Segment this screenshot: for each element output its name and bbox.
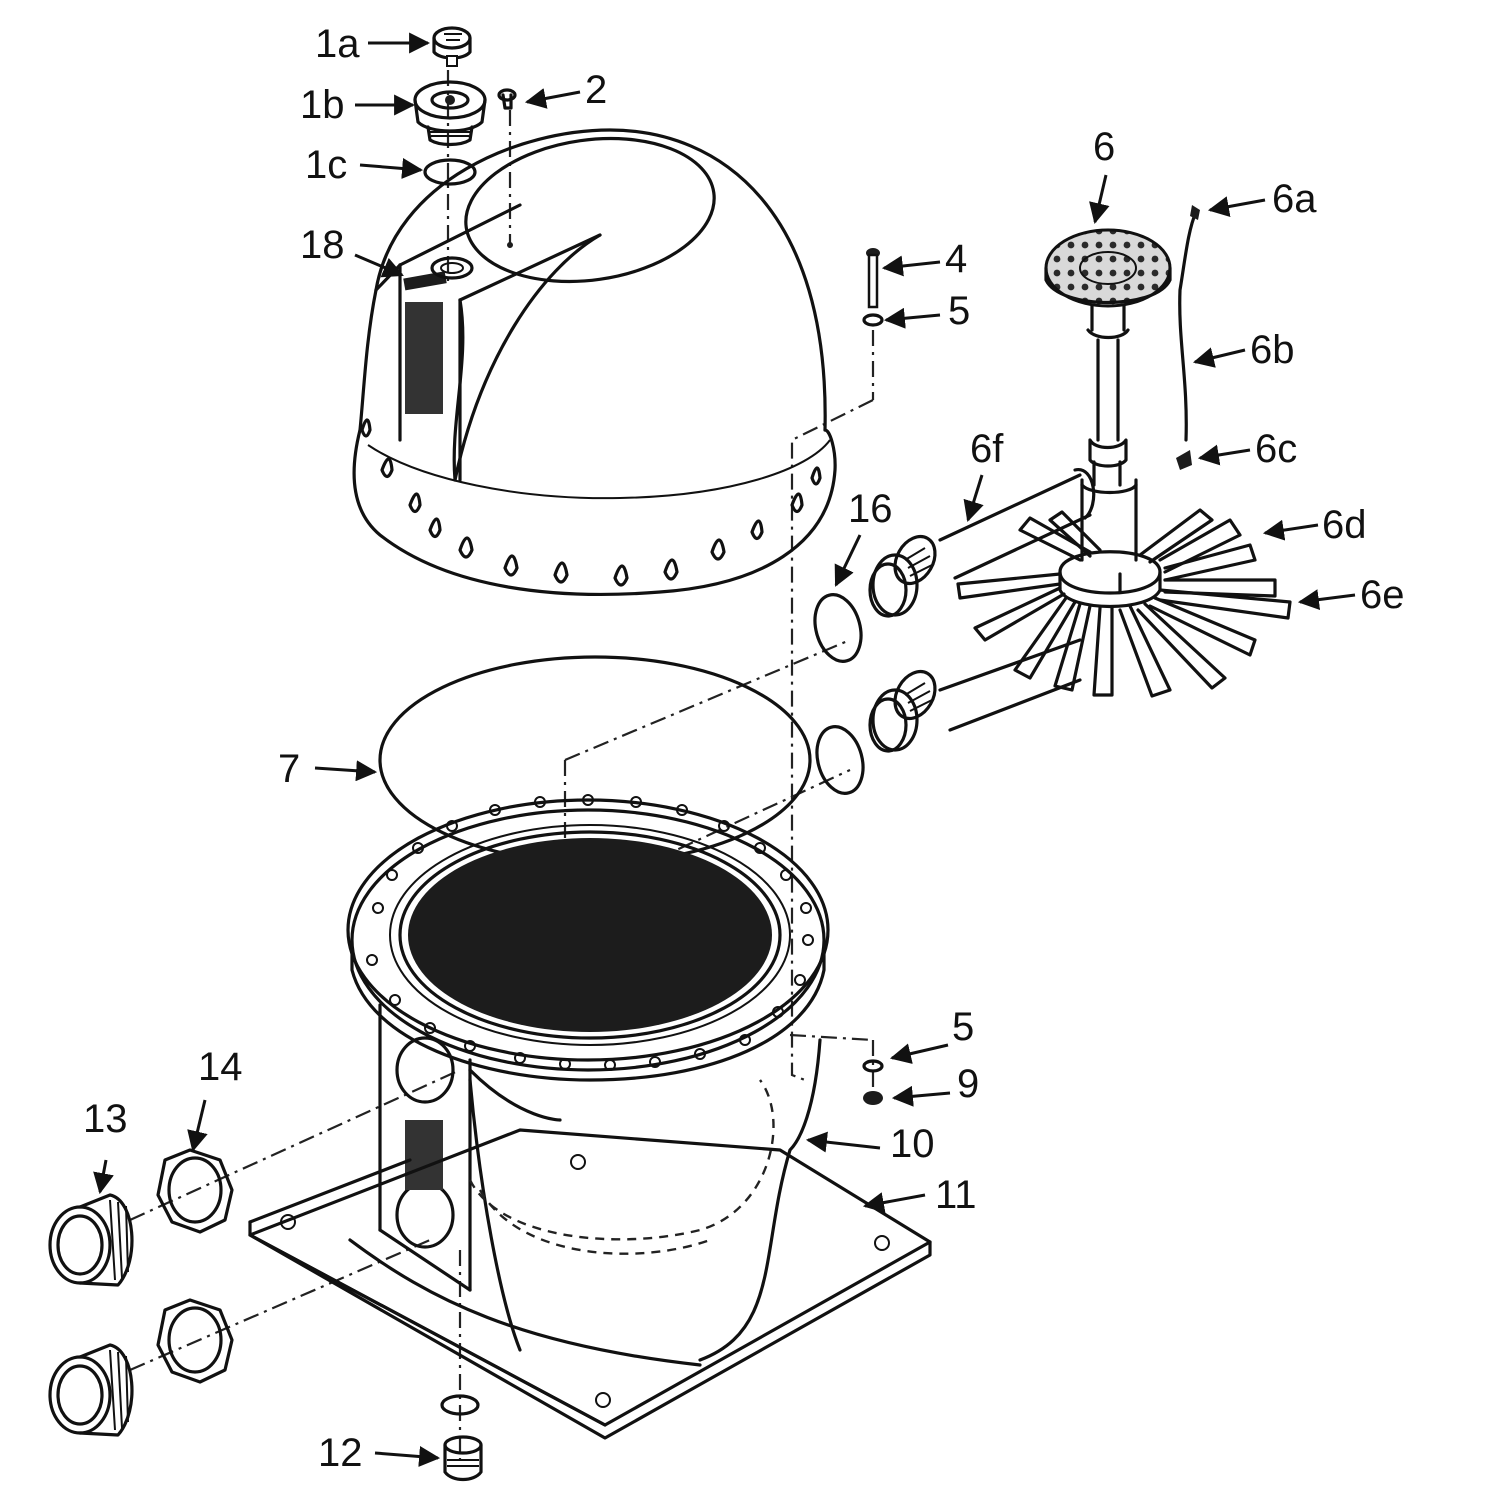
label-6c: 6c: [1255, 427, 1297, 471]
label-6d: 6d: [1322, 503, 1367, 547]
label-6: 6: [1093, 125, 1115, 169]
bolt-4: [866, 248, 880, 309]
o-ring-16: [813, 593, 865, 795]
tank-body: [346, 794, 830, 1362]
lateral-assembly-6: [1044, 228, 1172, 609]
base-plate-11: [248, 1128, 932, 1440]
label-4: 4: [945, 237, 967, 281]
lateral-fingers-6e: [956, 508, 1292, 698]
label-7: 7: [278, 747, 300, 791]
label-1a: 1a: [315, 22, 360, 66]
filter-dome-lid: [352, 128, 837, 596]
label-9: 9: [957, 1062, 979, 1106]
nut-9: [863, 1091, 883, 1105]
label-2: 2: [585, 68, 607, 112]
air-tube-6b: [1176, 205, 1200, 470]
union-13: [48, 1193, 134, 1437]
label-14: 14: [198, 1045, 243, 1089]
label-6b: 6b: [1250, 328, 1295, 372]
label-6f: 6f: [970, 427, 1004, 471]
label-12: 12: [318, 1431, 363, 1475]
label-13: 13: [83, 1097, 128, 1141]
dome-flange-ribs: [360, 418, 822, 587]
union-nut-14: [156, 1148, 234, 1384]
label-11: 11: [935, 1173, 977, 1217]
callout-labels: 1a 1b 1c 2 18 4 5 6 6a 6b 6c 6d 6e 6f 16…: [83, 22, 1405, 1475]
o-ring-1c: [423, 158, 477, 186]
label-10: 10: [890, 1122, 935, 1166]
drain-plug-12: [440, 1394, 483, 1482]
label-5-bottom: 5: [952, 1005, 974, 1049]
air-relief-screw-2: [497, 88, 517, 110]
gauge-adapter-1b: [413, 80, 487, 147]
label-6e: 6e: [1360, 573, 1405, 617]
callout-arrows: [93, 32, 1356, 1467]
label-1c: 1c: [305, 143, 347, 187]
label-16: 16: [848, 487, 893, 531]
assembly-lines: [129, 70, 875, 1460]
pressure-gauge-1a: [432, 26, 472, 67]
label-1b: 1b: [300, 83, 345, 127]
outlet-pipe-6f: [868, 468, 1096, 753]
washer-5-top: [862, 313, 884, 327]
label-5-top: 5: [948, 289, 970, 333]
flange-bolt-holes: [366, 794, 814, 1071]
washer-5-bottom: [862, 1059, 884, 1073]
label-6a: 6a: [1272, 177, 1317, 221]
label-18: 18: [300, 223, 345, 267]
